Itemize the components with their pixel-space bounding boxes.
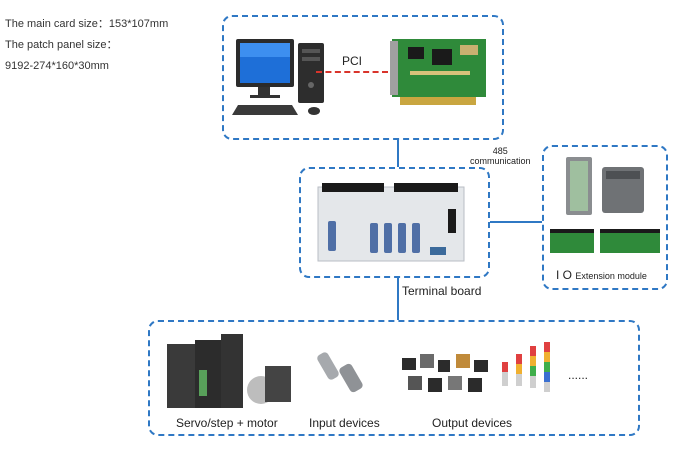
servo-label: Servo/step + motor [176, 416, 278, 430]
terminal-to-devices-line [397, 278, 399, 320]
relay-components-icon [402, 354, 488, 392]
pc-to-terminal-line [397, 139, 399, 167]
computer-icon [232, 39, 324, 115]
pci-link-line [316, 71, 388, 73]
sensor-icon [317, 352, 363, 393]
patch-panel-size-label: The patch panel size： [5, 39, 118, 51]
servo-motor-icon [167, 334, 291, 408]
pci-label: PCI [342, 54, 363, 68]
signal-tower-icon [502, 342, 550, 392]
input-label: Input devices [309, 416, 380, 430]
io-suffix: Extension module [575, 271, 647, 281]
io-prefix: I O [556, 268, 573, 282]
output-label: Output devices [432, 416, 513, 430]
io-board-icon [550, 229, 660, 253]
io-extension-box [542, 145, 668, 290]
pc-card-box [222, 15, 504, 140]
rs485-label: 485 communication [470, 146, 531, 166]
terminal-board-box [299, 167, 490, 278]
pci-card-icon [390, 39, 486, 105]
patch-panel-size-value: 9192-274*160*30mm [5, 60, 109, 72]
terminal-board-label: Terminal board [402, 284, 482, 298]
devices-box [148, 320, 640, 436]
ellipsis-label: ...... [568, 368, 589, 382]
rs485-label-line2: communication [470, 156, 531, 166]
terminal-board-icon [317, 183, 465, 262]
rs485-label-line1: 485 [492, 146, 508, 156]
terminal-to-io-line [490, 221, 542, 223]
io-extension-label: I O Extension module [556, 268, 647, 282]
plc-module-icon [566, 157, 644, 215]
main-card-size: The main card size：153*107mm [5, 18, 169, 30]
spec-notes: The main card size：153*107mm The patch p… [5, 14, 168, 77]
